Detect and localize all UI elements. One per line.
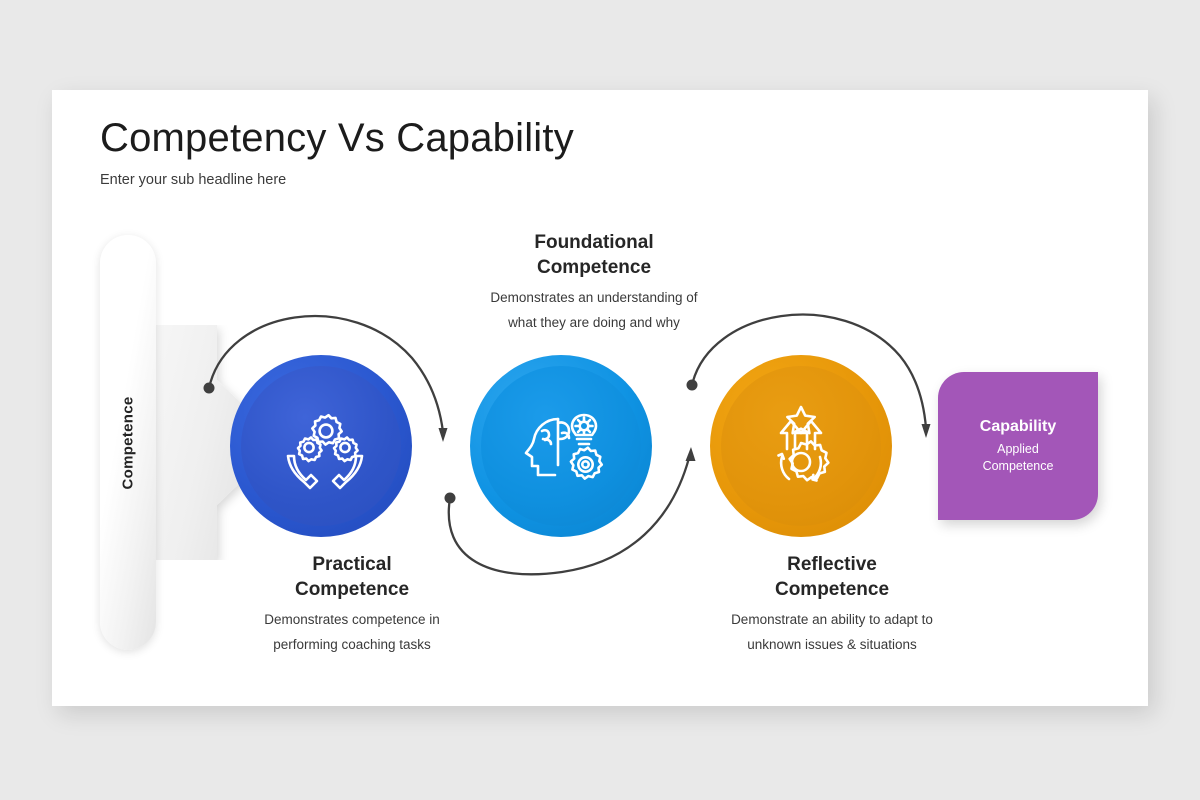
node-foundational-title-line2: Competence (536, 257, 652, 279)
node-reflective-title-line2: Competence (774, 579, 890, 601)
gear-arrows-star-icon (777, 405, 830, 482)
node-reflective-title-line1: Reflective (787, 554, 877, 575)
flow-arrow-shape (147, 325, 282, 560)
node-foundational-desc-line1: Demonstrates an understanding of (490, 290, 698, 306)
page-subtitle: Enter your sub headline here (100, 172, 287, 188)
node-practical-desc-line2: performing coaching tasks (273, 637, 431, 653)
slide-card: Competency Vs Capability Enter your sub … (52, 90, 1148, 706)
capability-subtitle-line2: Competence (982, 458, 1054, 473)
node-reflective-desc-line2: unknown issues & situations (747, 637, 917, 653)
competence-track: Competence (100, 235, 156, 650)
competence-track-label: Competence (119, 395, 137, 490)
node-foundational-title-line1: Foundational (534, 232, 654, 253)
page-title: Competency Vs Capability (100, 116, 574, 160)
node-practical-title-line1: Practical (312, 554, 392, 575)
node-reflective-label: Reflective Competence Demonstrate an abi… (682, 552, 982, 658)
node-foundational-label: Foundational Competence Demonstrates an … (444, 230, 744, 336)
capability-title: Capability (979, 417, 1057, 435)
node-practical[interactable] (230, 355, 412, 537)
capability-card[interactable]: Capability Applied Competence (938, 372, 1098, 520)
node-practical-label: Practical Competence Demonstrates compet… (202, 552, 502, 658)
node-practical-desc-line1: Demonstrates competence in (264, 612, 440, 628)
capability-subtitle: Applied Competence (983, 441, 1054, 476)
capability-subtitle-line1: Applied (997, 441, 1039, 456)
node-reflective-desc-line1: Demonstrate an ability to adapt to (731, 612, 933, 628)
node-practical-title-line2: Competence (294, 579, 410, 601)
head-brain-lightbulb-gear-icon (524, 413, 604, 480)
hands-holding-gears-icon (286, 413, 364, 490)
node-reflective[interactable] (710, 355, 892, 537)
node-foundational-desc-line2: what they are doing and why (508, 315, 680, 331)
node-foundational[interactable] (470, 355, 652, 537)
